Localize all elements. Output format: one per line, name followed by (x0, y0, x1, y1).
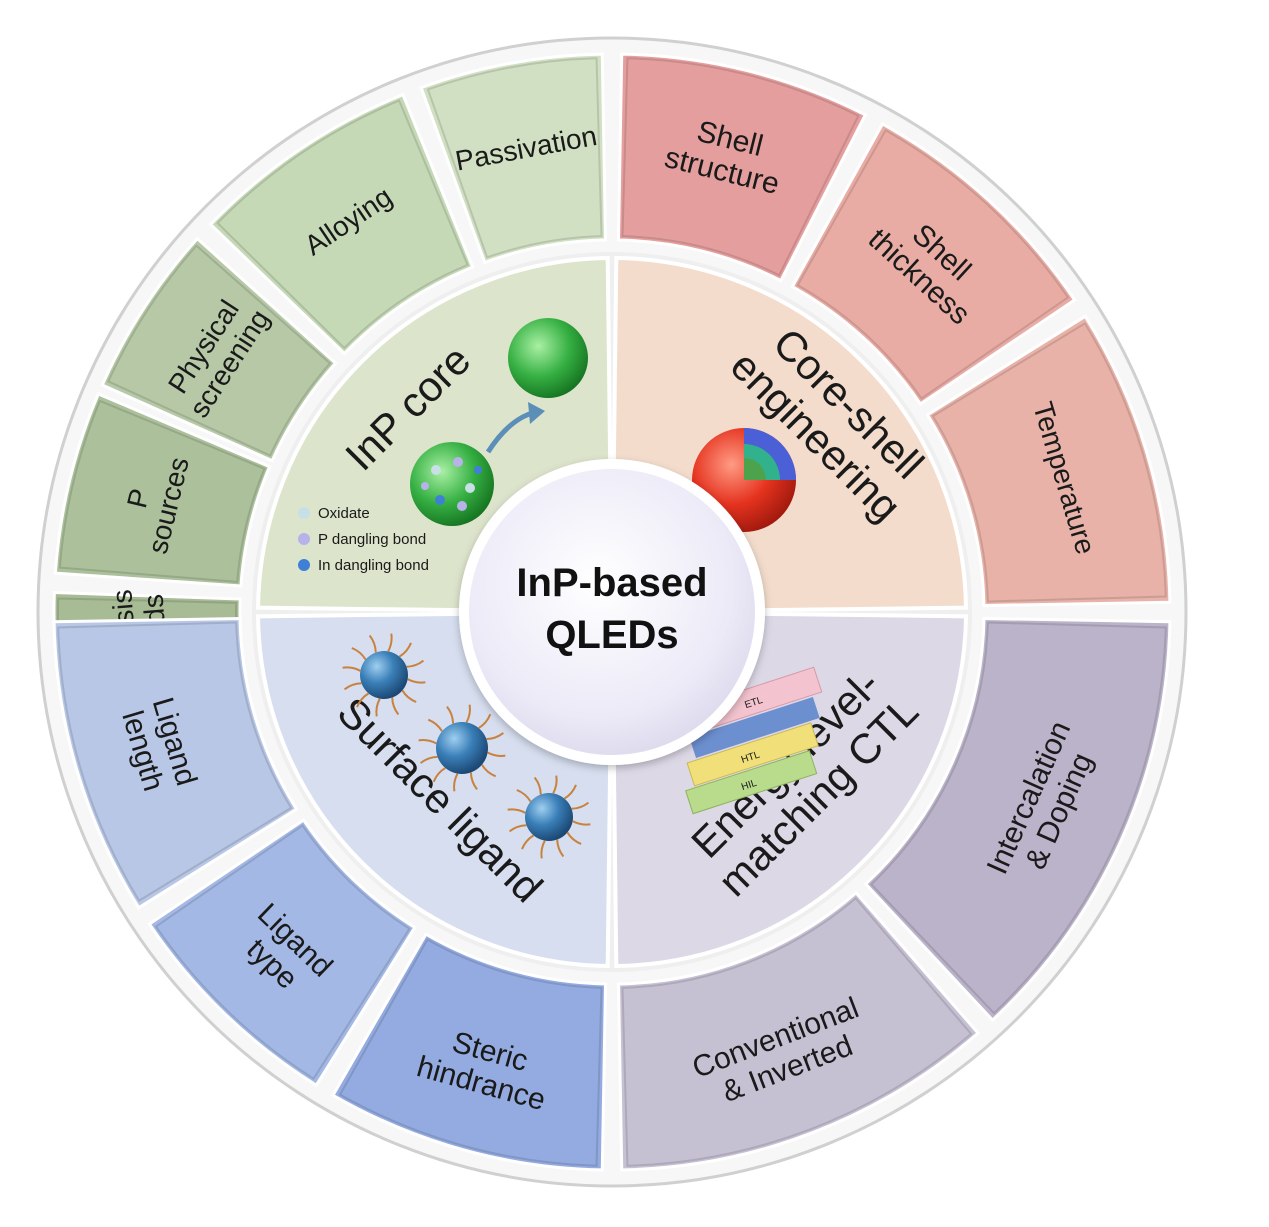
segment-temperature: Temperature (925, 314, 1172, 608)
hil-layer (685, 750, 818, 815)
legend-swatch (298, 559, 310, 571)
segment-ligand-type: Ligandtype (147, 817, 417, 1088)
segment-ligand-length: Ligandlength (52, 616, 299, 910)
outer-ring: SynthesismethodsPsourcesPhysicalscreenin… (52, 52, 1172, 1172)
ligand-particle-icon (360, 651, 573, 841)
legend-label: P dangling bond (318, 531, 426, 548)
segment-alloying: Alloying (208, 92, 475, 356)
legend-label: Oxidate (318, 505, 370, 522)
segment-shell-structure: Shellstructure (616, 52, 868, 283)
segment-p-sources: Psources (53, 392, 272, 588)
htl-layer (686, 722, 819, 787)
segment-conventional-inverted: Conventional& Inverted (616, 890, 981, 1172)
inp-core-illustration: Oxidate P dangling bond In dangling bond (298, 318, 588, 574)
legend-swatch (298, 507, 310, 519)
segment-physical-screening: Physicalscreening (100, 236, 338, 463)
center-hub (459, 459, 765, 765)
ctl-label-hil: HIL (740, 778, 759, 793)
green-nanocrystal-icon (508, 318, 588, 398)
legend-label: In dangling bond (318, 557, 429, 574)
segment-passivation: Passivation (419, 52, 608, 265)
segment-steric-hindrance: Sterichindrance (330, 932, 608, 1172)
segment-intercalation-doping: Intercalation& Doping (863, 616, 1172, 1023)
inp-core-legend: Oxidate P dangling bond In dangling bond (298, 505, 429, 574)
center-title-line2: QLEDs (545, 613, 678, 657)
defective-nanocrystal-icon (410, 442, 494, 526)
center-title-line1: InP-based (516, 561, 707, 605)
legend-swatch (298, 533, 310, 545)
segment-shell-thickness: Shellthickness (790, 121, 1077, 407)
ligand-illustration (342, 633, 591, 859)
